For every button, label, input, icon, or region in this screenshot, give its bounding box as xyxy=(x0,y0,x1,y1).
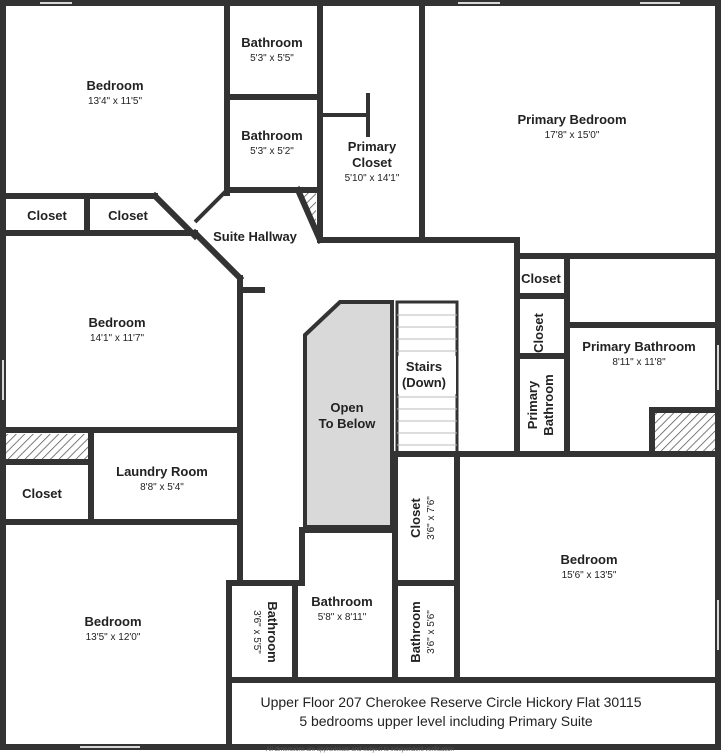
room-primary-closet: Primary Closet 5'10" x 14'1" xyxy=(345,139,400,184)
room-name: Laundry Room xyxy=(116,464,208,479)
room-dims: 8'8" x 5'4" xyxy=(140,482,184,493)
room-dims: 3'6" x 7'6" xyxy=(426,496,437,540)
room-bedroom-nw: Bedroom 13'4" x 11'5" xyxy=(86,78,143,107)
room-name: (Down) xyxy=(402,375,446,390)
room-dims: 13'5" x 12'0" xyxy=(86,632,141,643)
room-suite-hallway: Suite Hallway xyxy=(213,229,298,244)
room-name: Primary Bedroom xyxy=(517,112,626,127)
room-dims: 15'6" x 13'5" xyxy=(562,570,617,581)
room-name: Bathroom xyxy=(265,601,280,662)
room-name: Bathroom xyxy=(241,128,302,143)
room-closet-c: Closet 3'6" x 7'6" xyxy=(408,496,437,540)
room-primary-bedroom: Primary Bedroom 17'8" x 15'0" xyxy=(517,112,626,141)
room-name: To Below xyxy=(319,416,377,431)
room-dims: 3'6" x 5'5" xyxy=(251,610,262,654)
room-closet-e1: Closet xyxy=(521,271,561,286)
room-dims: 8'11" x 11'8" xyxy=(612,357,666,368)
hatched-chase-east xyxy=(655,413,715,453)
room-dims: 17'8" x 15'0" xyxy=(545,130,600,141)
room-name: Bathroom xyxy=(241,35,302,50)
room-closet-w2: Closet xyxy=(108,208,148,223)
room-name: Primary Bathroom xyxy=(582,339,695,354)
room-name: Stairs xyxy=(406,359,442,374)
room-laundry: Laundry Room 8'8" x 5'4" xyxy=(116,464,208,493)
room-bathroom-mid: Bathroom 5'3" x 5'2" xyxy=(241,128,302,157)
room-dims: 5'8" x 8'11" xyxy=(318,612,367,623)
room-bathroom-b: Bathroom 5'8" x 8'11" xyxy=(311,594,372,623)
caption-line-2: 5 bedrooms upper level including Primary… xyxy=(299,713,593,729)
room-closet-e2: Closet xyxy=(531,312,546,352)
room-bedroom-sw: Bedroom 13'5" x 12'0" xyxy=(84,614,141,643)
room-dims: 14'1" x 11'7" xyxy=(90,333,145,344)
room-name: Bedroom xyxy=(84,614,141,629)
room-name: Bathroom xyxy=(311,594,372,609)
room-name: Primary xyxy=(525,380,540,429)
room-name: Bedroom xyxy=(88,315,145,330)
room-name: Closet xyxy=(408,497,423,537)
room-open-to-below: Open To Below xyxy=(319,400,377,431)
room-name: Bedroom xyxy=(560,552,617,567)
room-stairs: Stairs (Down) xyxy=(398,356,456,394)
room-name: Bedroom xyxy=(86,78,143,93)
caption-line-1: Upper Floor 207 Cherokee Reserve Circle … xyxy=(260,694,641,710)
room-name: Closet xyxy=(352,155,392,170)
disclaimer: All dimensions are approximate and subje… xyxy=(266,747,454,753)
room-bathroom-v1: Bathroom 3'6" x 5'5" xyxy=(251,601,280,662)
room-primary-bathroom-small: Primary Bathroom xyxy=(525,374,556,435)
room-primary-bathroom: Primary Bathroom 8'11" x 11'8" xyxy=(582,339,695,368)
room-bedroom-se: Bedroom 15'6" x 13'5" xyxy=(560,552,617,581)
room-name: Open xyxy=(330,400,363,415)
room-name: Bathroom xyxy=(541,374,556,435)
room-dims: 5'3" x 5'2" xyxy=(250,146,294,157)
room-dims: 5'10" x 14'1" xyxy=(345,173,400,184)
room-dims: 5'3" x 5'5" xyxy=(250,53,294,64)
room-bathroom-v2: Bathroom 3'6" x 5'6" xyxy=(408,601,437,662)
room-name: Bathroom xyxy=(408,601,423,662)
room-bathroom-top: Bathroom 5'3" x 5'5" xyxy=(241,35,302,64)
hatched-chase-west xyxy=(5,434,89,460)
room-closet-sw: Closet xyxy=(22,486,62,501)
room-closet-w1: Closet xyxy=(27,208,67,223)
open-to-below-area xyxy=(303,300,394,529)
room-name: Primary xyxy=(348,139,397,154)
room-dims: 3'6" x 5'6" xyxy=(426,610,437,654)
room-dims: 13'4" x 11'5" xyxy=(88,96,143,107)
room-bedroom-w: Bedroom 14'1" x 11'7" xyxy=(88,315,145,344)
